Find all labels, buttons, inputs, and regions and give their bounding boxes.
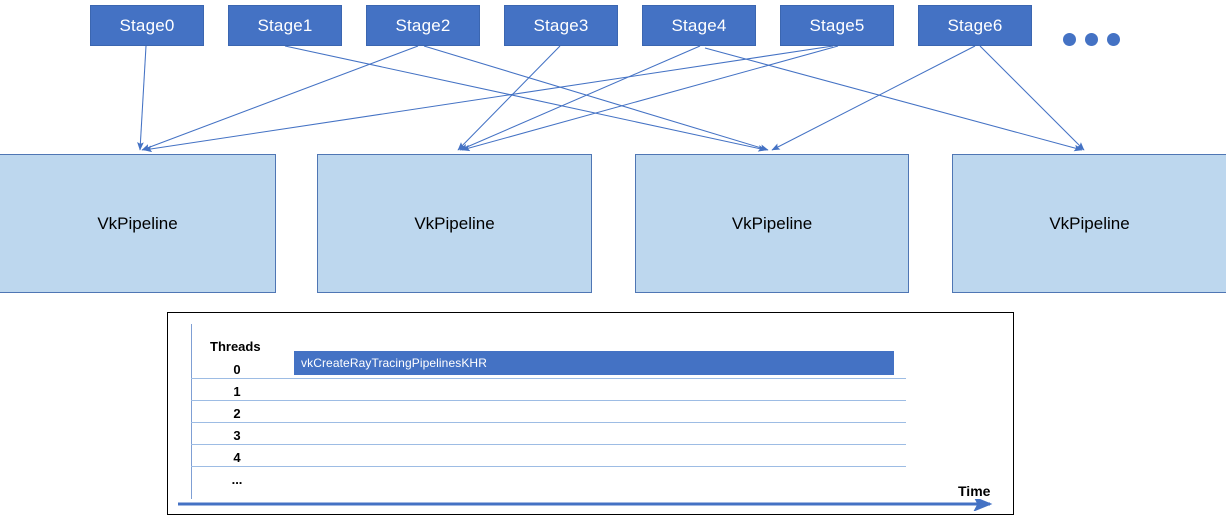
pipeline-label: VkPipeline (1049, 213, 1130, 233)
timeline-bar-label: vkCreateRayTracingPipelinesKHR (301, 356, 487, 370)
timeline-row-4[interactable]: 4 (191, 445, 906, 467)
stage-box-0[interactable]: Stage0 (90, 5, 204, 46)
pipeline-box-1[interactable]: VkPipeline (0, 154, 276, 293)
row-rule (191, 378, 906, 379)
stage-label: Stage3 (533, 15, 589, 35)
timeline-rows: 0 1 2 3 4 ... (168, 313, 1013, 514)
stage-box-4[interactable]: Stage4 (642, 5, 756, 46)
stage-box-5[interactable]: Stage5 (780, 5, 894, 46)
row-rule (191, 444, 906, 445)
timeline-panel: Threads 0 1 2 3 4 ... (167, 312, 1014, 515)
row-rule (191, 422, 906, 423)
wire-stage4-pipeline4 (704, 47, 1083, 152)
wire-stage2-pipeline3 (423, 45, 769, 151)
timeline-row-2[interactable]: 2 (191, 401, 906, 423)
pipeline-box-3[interactable]: VkPipeline (635, 154, 909, 293)
timeline-row-3[interactable]: 3 (191, 423, 906, 445)
timeline-row-1[interactable]: 1 (191, 379, 906, 401)
timeline-bar-vkcreateraytracingpipelineskhr[interactable]: vkCreateRayTracingPipelinesKHR (294, 351, 894, 375)
row-rule (191, 400, 906, 401)
thread-index-label: 1 (233, 384, 241, 399)
thread-index-label: 2 (233, 406, 241, 421)
wire-stage5-pipeline1 (143, 45, 834, 153)
wire-stage5-pipeline2 (461, 45, 839, 152)
stage-label: Stage4 (671, 15, 727, 35)
stage-box-2[interactable]: Stage2 (366, 5, 480, 46)
thread-index-label: 0 (233, 362, 241, 377)
stage-box-1[interactable]: Stage1 (228, 5, 342, 46)
wire-stage6-pipeline3 (771, 45, 976, 151)
stage-label: Stage5 (809, 15, 865, 35)
pipeline-label: VkPipeline (97, 213, 178, 233)
timeline-x-axis (178, 499, 993, 511)
stage-box-6[interactable]: Stage6 (918, 5, 1032, 46)
pipeline-label: VkPipeline (414, 213, 495, 233)
wire-stage0-pipeline1 (137, 45, 147, 151)
stage-label: Stage6 (947, 15, 1003, 35)
thread-index-label: ... (231, 472, 243, 487)
wire-stage6-pipeline4 (979, 45, 1085, 151)
wire-stage2-pipeline1 (141, 45, 419, 151)
wire-stage4-pipeline2 (459, 45, 701, 151)
timeline-row-more[interactable]: ... (191, 467, 906, 489)
stage-overflow-ellipsis-icon (1063, 33, 1120, 46)
timeline-row-0[interactable]: 0 (191, 351, 906, 379)
pipeline-label: VkPipeline (731, 213, 813, 233)
stage-label: Stage2 (395, 15, 451, 35)
stage-label: Stage0 (119, 15, 175, 35)
timeline-threads-label: Threads (210, 339, 261, 354)
timeline-time-label: Time (958, 483, 991, 499)
wire-stage3-pipeline2 (457, 45, 561, 151)
timeline-y-axis (191, 324, 192, 499)
stage-box-3[interactable]: Stage3 (504, 5, 618, 46)
thread-index-label: 4 (233, 450, 241, 465)
wire-stage1-pipeline3 (284, 45, 767, 152)
stage-label: Stage1 (257, 15, 313, 35)
pipeline-box-4[interactable]: VkPipeline (952, 154, 1226, 293)
row-rule (191, 466, 906, 467)
thread-index-label: 3 (233, 428, 241, 443)
pipeline-box-2[interactable]: VkPipeline (317, 154, 592, 293)
